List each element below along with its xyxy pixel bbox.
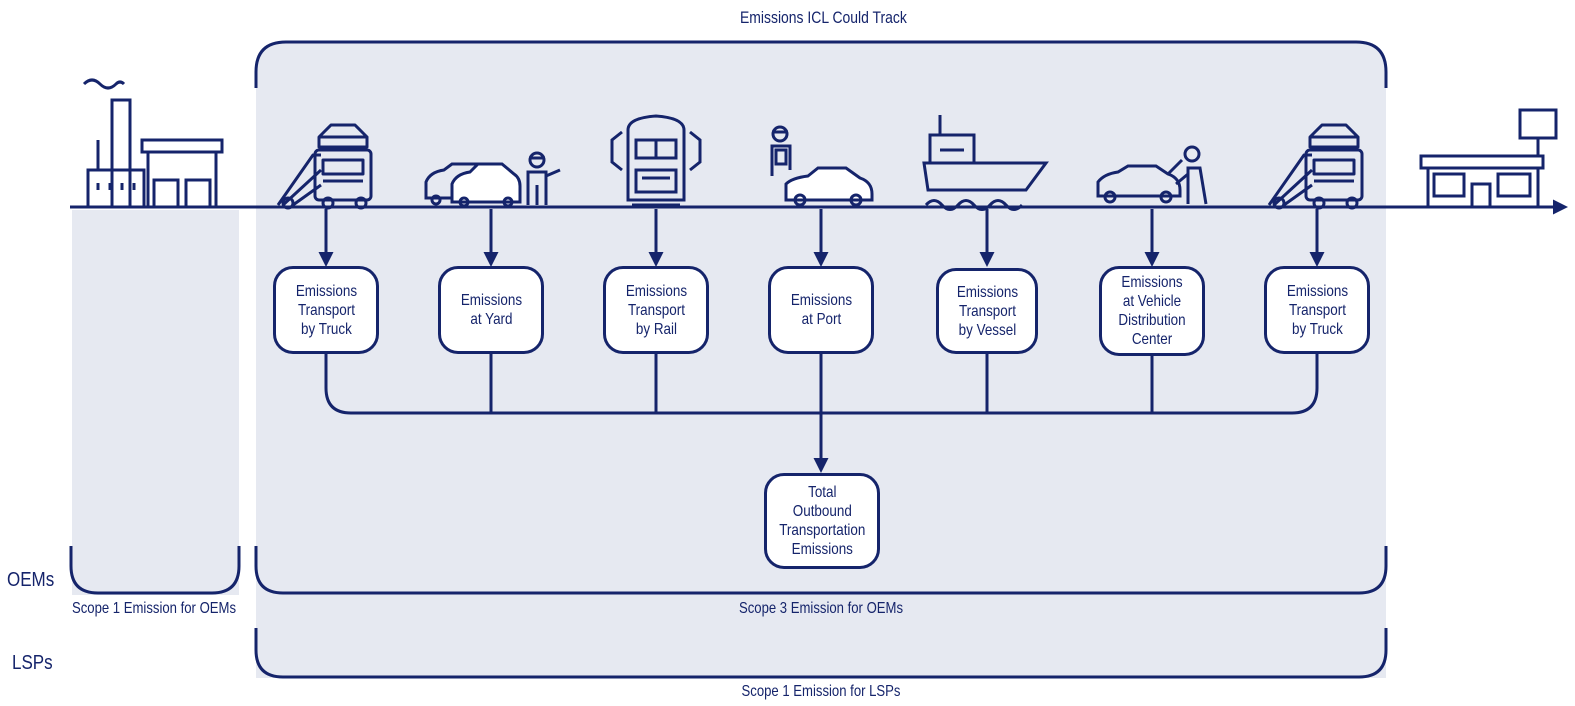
locomotive-icon [610, 114, 702, 207]
stage-box-distribution-center: Emissions at Vehicle Distribution Center [1099, 266, 1205, 356]
oem-scope1-panel [72, 210, 239, 595]
stage-box-label: Emissions Transport by Truck [1286, 282, 1348, 338]
lsp-scope1-label: Scope 1 Emission for LSPs [741, 683, 901, 700]
cargo-ship-icon [922, 115, 1049, 211]
yard-cars-worker-icon [424, 151, 561, 208]
oem-scope1-bracket [69, 546, 241, 595]
stage-box-port: Emissions at Port [768, 266, 874, 354]
stage-box-truck-2: Emissions Transport by Truck [1264, 266, 1370, 354]
stage-box-label: Emissions at Port [790, 292, 852, 328]
total-emissions-label: Total Outbound Transportation Emissions [778, 484, 866, 558]
total-emissions-box: Total Outbound Transportation Emissions [764, 473, 880, 569]
stage-box-truck-1: Emissions Transport by Truck [273, 266, 379, 354]
lsps-row-label: LSPs [12, 652, 53, 674]
dealership-icon [1419, 108, 1558, 209]
oem-scope1-label: Scope 1 Emission for OEMs [71, 600, 237, 617]
oem-scope3-label: Scope 3 Emission for OEMs [738, 600, 904, 617]
lsp-scope1-bracket [254, 628, 1388, 679]
stage-box-label: Emissions at Vehicle Distribution Center [1118, 274, 1186, 348]
stage-arrows [318, 209, 1325, 267]
factory-icon [82, 78, 224, 209]
mechanic-car-icon [1096, 145, 1208, 205]
stage-box-label: Emissions Transport by Vessel [956, 283, 1018, 339]
stage-box-label: Emissions Transport by Rail [625, 282, 687, 338]
stage-box-yard: Emissions at Yard [438, 266, 544, 354]
stage-box-label: Emissions Transport by Truck [295, 282, 357, 338]
oem-scope3-bracket [254, 546, 1388, 595]
oems-row-label: OEMs [7, 569, 55, 591]
tracked-panel-top-border [254, 40, 1388, 88]
tracked-title: Emissions ICL Could Track [740, 8, 907, 27]
stage-box-vessel: Emissions Transport by Vessel [936, 268, 1038, 354]
port-worker-car-icon [770, 125, 874, 207]
stage-box-rail: Emissions Transport by Rail [603, 266, 709, 354]
stage-box-label: Emissions at Yard [460, 292, 522, 328]
